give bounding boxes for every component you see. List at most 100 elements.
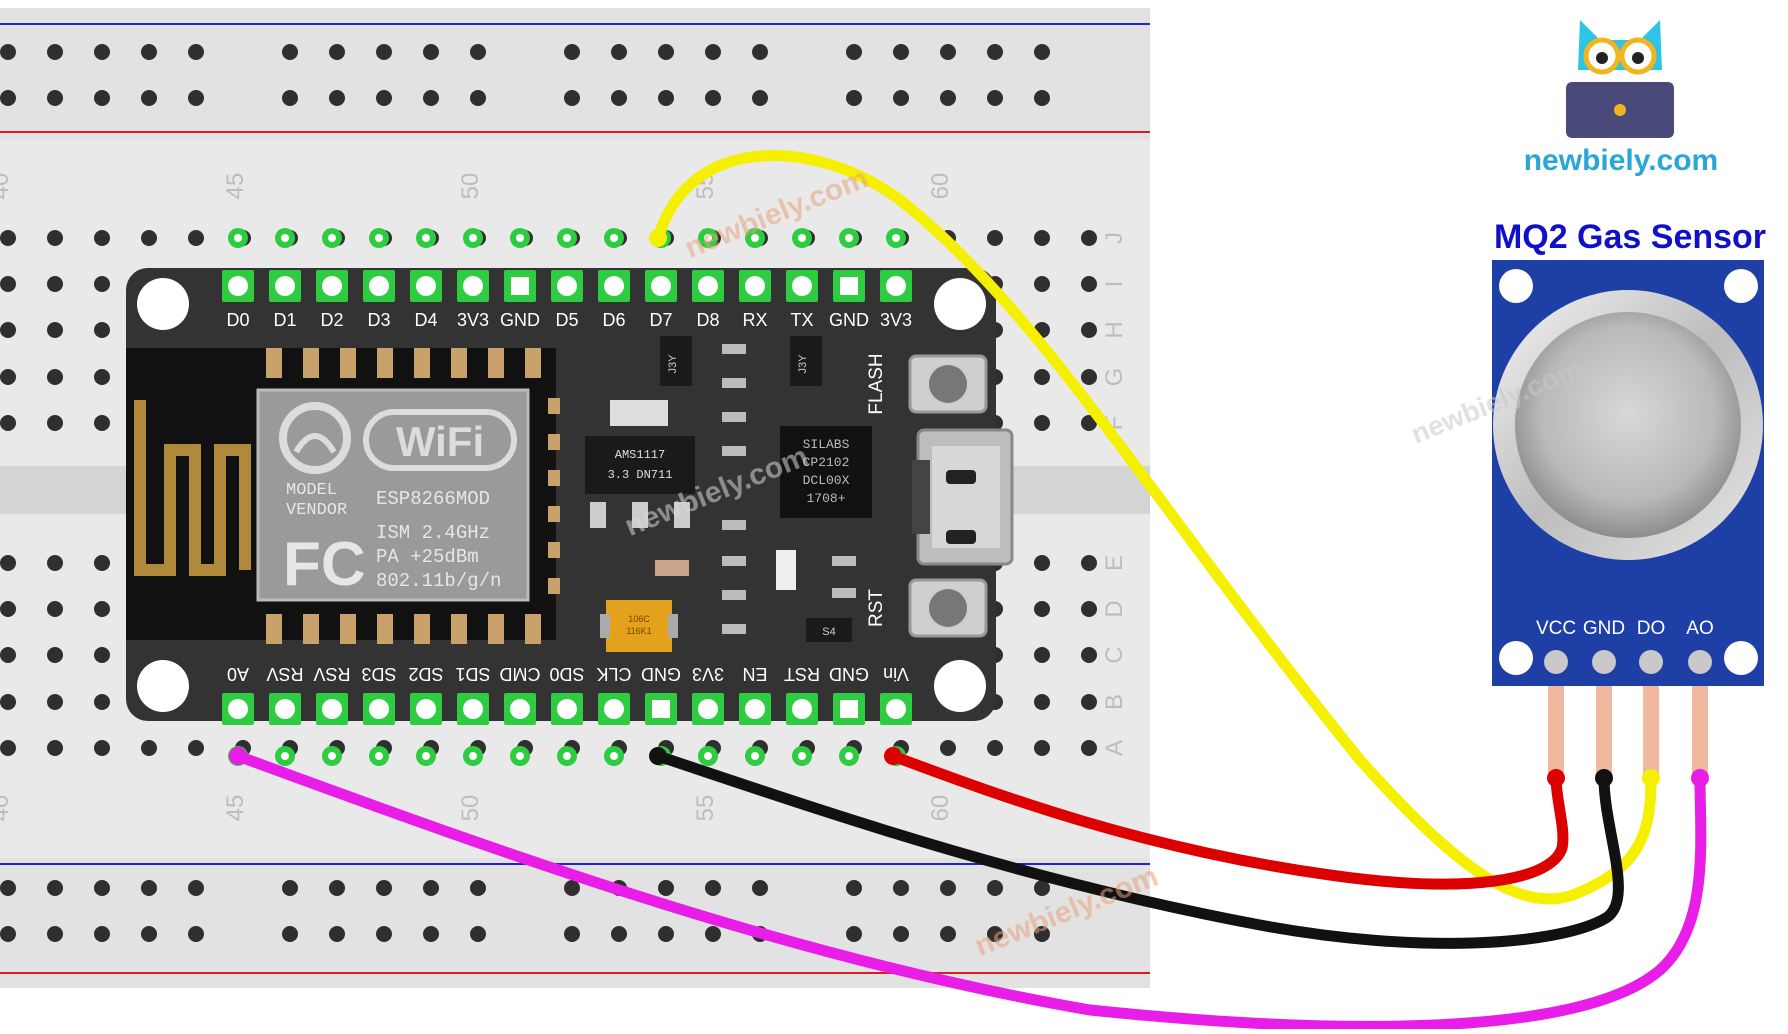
rail-hole <box>329 926 345 942</box>
pin-label: GND <box>641 664 681 684</box>
rail-hole <box>282 90 298 106</box>
chip-label-4: 1708+ <box>806 491 845 506</box>
rail-hole <box>376 90 392 106</box>
module-pads <box>266 348 560 644</box>
pin-hole <box>604 699 624 719</box>
breadboard-hole <box>94 694 110 710</box>
column-number: 55 <box>692 795 719 822</box>
chip-label-3: DCL00X <box>803 473 850 488</box>
nodemcu-board: WiFi MODEL VENDOR ESP8266MOD FC ISM 2.4G… <box>126 228 1014 766</box>
breadboard-hole <box>1034 647 1050 663</box>
breadboard-hole <box>1034 555 1050 571</box>
newbiely-logo: newbiely.com <box>1524 20 1718 177</box>
breadboard-hole <box>94 369 110 385</box>
power-rail-top <box>0 8 1150 140</box>
pin-label: D5 <box>555 310 578 330</box>
regulator-label-1: AMS1117 <box>615 448 665 462</box>
pin-label: SD0 <box>549 664 584 684</box>
wire-end <box>229 747 247 765</box>
wire-end <box>649 747 667 765</box>
pin-hole <box>322 276 342 296</box>
pin-hole <box>275 276 295 296</box>
breadboard-hole <box>1081 601 1097 617</box>
rail-hole <box>611 44 627 60</box>
pin-hole <box>698 276 718 296</box>
pin-hole <box>604 276 624 296</box>
pin-hole <box>463 276 483 296</box>
breadboard-hole <box>1081 276 1097 292</box>
wire-end <box>1547 769 1565 787</box>
reset-button: RST <box>866 578 988 638</box>
pin-label: D4 <box>414 310 437 330</box>
breadboard-hole <box>94 322 110 338</box>
rail-hole <box>376 926 392 942</box>
flash-button-label: FLASH <box>866 353 887 414</box>
breadboard-hole <box>1081 740 1097 756</box>
row-letter: A <box>1101 740 1128 756</box>
pin-label: GND <box>500 310 540 330</box>
pin-label: D8 <box>696 310 719 330</box>
pin-label: RST <box>784 664 820 684</box>
breadboard-hole <box>47 322 63 338</box>
breadboard-hole <box>1034 694 1050 710</box>
sensor-pin-pad <box>1592 650 1616 674</box>
sensor-pin-leg <box>1643 686 1659 778</box>
breadboard-hole <box>94 601 110 617</box>
breadboard-hole <box>1034 369 1050 385</box>
column-number: 50 <box>457 173 484 200</box>
rail-hole <box>940 880 956 896</box>
rail-hole <box>1034 880 1050 896</box>
rail-hole <box>564 90 580 106</box>
pin-label: Vin <box>883 664 909 684</box>
rail-hole <box>752 44 768 60</box>
row-letter: C <box>1101 646 1128 663</box>
sensor-pin-pad <box>1688 650 1712 674</box>
pin-label: SD3 <box>361 664 396 684</box>
column-number: 45 <box>222 173 249 200</box>
rail-hole <box>564 880 580 896</box>
wire-a0-ao <box>232 750 1707 1032</box>
usb-uart-chip: SILABS CP2102 DCL00X 1708+ <box>780 426 872 518</box>
wire-ends <box>229 229 1709 787</box>
rail-hole <box>0 880 16 896</box>
sensor-pin-label: AO <box>1686 618 1713 639</box>
capacitor-label-2: 116K1 <box>626 626 651 636</box>
rail-hole <box>1034 90 1050 106</box>
pin-hole <box>369 699 389 719</box>
column-number: 40 <box>0 173 14 200</box>
breadboard-hole <box>47 276 63 292</box>
breadboard-hole <box>47 601 63 617</box>
rail-hole <box>987 880 1003 896</box>
fcc-logo: FC <box>283 530 366 599</box>
column-number: 60 <box>927 173 954 200</box>
pin-label: D1 <box>273 310 296 330</box>
wire-d7-do <box>652 150 1657 905</box>
smd-parts: J3Y J3Y S4 <box>655 336 856 642</box>
rail-hole <box>987 90 1003 106</box>
rail-hole <box>188 90 204 106</box>
module-name: ESP8266MOD <box>376 488 490 510</box>
rail-hole <box>376 880 392 896</box>
module-shield <box>256 388 530 602</box>
breadboard-hole <box>1081 230 1097 246</box>
breadboard-hole <box>47 555 63 571</box>
pin-label: RSV <box>313 664 350 684</box>
mount-hole-br <box>934 660 986 712</box>
module-pa: PA +25dBm <box>376 546 479 568</box>
pin-hole <box>510 699 530 719</box>
rail-hole <box>94 90 110 106</box>
rail-hole <box>376 44 392 60</box>
rail-hole <box>141 880 157 896</box>
breadboard-hole <box>94 415 110 431</box>
rail-hole <box>705 880 721 896</box>
column-number: 45 <box>222 795 249 822</box>
pin-hole <box>886 699 906 719</box>
rail-hole <box>611 926 627 942</box>
breadboard-hole <box>47 740 63 756</box>
rail-hole <box>94 926 110 942</box>
rail-hole <box>470 44 486 60</box>
wifi-logo-text: WiFi <box>396 418 484 465</box>
